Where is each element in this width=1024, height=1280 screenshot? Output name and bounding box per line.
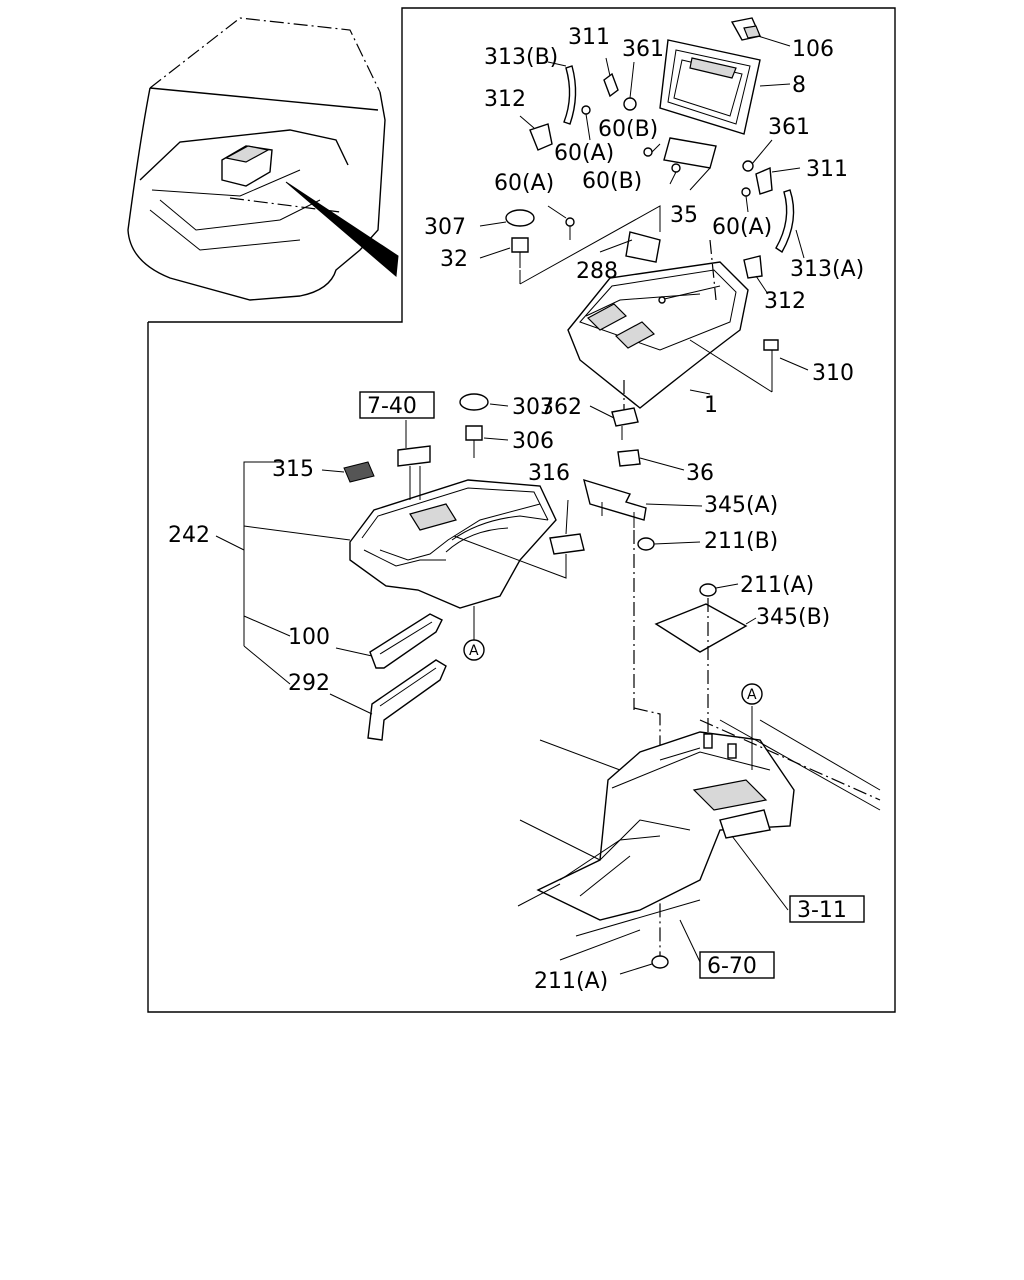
callout-8: 8 <box>792 73 806 98</box>
marker-a-lower <box>741 683 763 705</box>
callout-316: 316 <box>528 461 570 486</box>
callout-312-top: 312 <box>484 87 526 112</box>
callout-100: 100 <box>288 625 330 650</box>
callout-labels: 106 8 313(B) 311 361 312 60(B) 60(A) 361… <box>168 25 864 994</box>
callout-361-top: 361 <box>622 37 664 62</box>
callout-288: 288 <box>576 259 618 284</box>
callout-1: 1 <box>704 393 718 418</box>
ref-box-3-11[interactable] <box>789 895 865 923</box>
callout-60b-top: 60(B) <box>598 117 658 142</box>
ref-box-6-70-label: 6-70 <box>707 954 757 979</box>
callout-315: 315 <box>272 457 314 482</box>
ref-box-6-70[interactable] <box>699 951 775 979</box>
callout-313a: 313(A) <box>790 257 864 282</box>
callout-60a-right: 60(A) <box>712 215 772 240</box>
ref-box-3-11-label: 3-11 <box>797 898 847 923</box>
callout-106: 106 <box>792 37 834 62</box>
marker-a-upper <box>463 639 485 661</box>
callout-242: 242 <box>168 523 210 548</box>
callout-35: 35 <box>670 203 698 228</box>
callout-313b: 313(B) <box>484 45 558 70</box>
middle-fasteners <box>459 393 757 960</box>
reference-boxes: 7-40 3-11 6-70 <box>359 391 865 979</box>
callout-312-right: 312 <box>764 289 806 314</box>
callout-211b: 211(B) <box>704 529 778 554</box>
callout-345b: 345(B) <box>756 605 830 630</box>
callout-307-top: 307 <box>424 215 466 240</box>
circle-markers: A A <box>463 639 763 705</box>
callout-32: 32 <box>440 247 468 272</box>
callout-292: 292 <box>288 671 330 696</box>
callout-307-mid: 307 <box>512 395 554 420</box>
cab-inset-illustration <box>127 17 399 301</box>
callout-345a: 345(A) <box>704 493 778 518</box>
marker-a-upper-label: A <box>469 643 479 659</box>
upper-console-1 <box>567 239 809 410</box>
upper-fasteners <box>479 57 805 295</box>
callout-60b-mid: 60(B) <box>582 169 642 194</box>
callout-311-top: 311 <box>568 25 610 50</box>
storage-tray-assembly <box>659 17 791 135</box>
ref-box-7-40-label: 7-40 <box>367 394 417 419</box>
callout-60a-left: 60(A) <box>494 171 554 196</box>
trim-pieces <box>329 613 447 741</box>
center-console-242 <box>215 420 585 685</box>
diagram-frame <box>147 7 896 1013</box>
callout-60a-top: 60(A) <box>554 141 614 166</box>
callout-306: 306 <box>512 429 554 454</box>
callout-211a-mid: 211(A) <box>740 573 814 598</box>
callout-310: 310 <box>812 361 854 386</box>
ref-box-7-40[interactable] <box>359 391 435 419</box>
callout-311-right: 311 <box>806 157 848 182</box>
floor-base-assembly <box>517 706 881 975</box>
marker-a-lower-label: A <box>747 687 757 703</box>
callout-211a-bottom: 211(A) <box>534 969 608 994</box>
callout-362: 362 <box>540 395 582 420</box>
callout-36: 36 <box>686 461 714 486</box>
callout-361-right: 361 <box>768 115 810 140</box>
